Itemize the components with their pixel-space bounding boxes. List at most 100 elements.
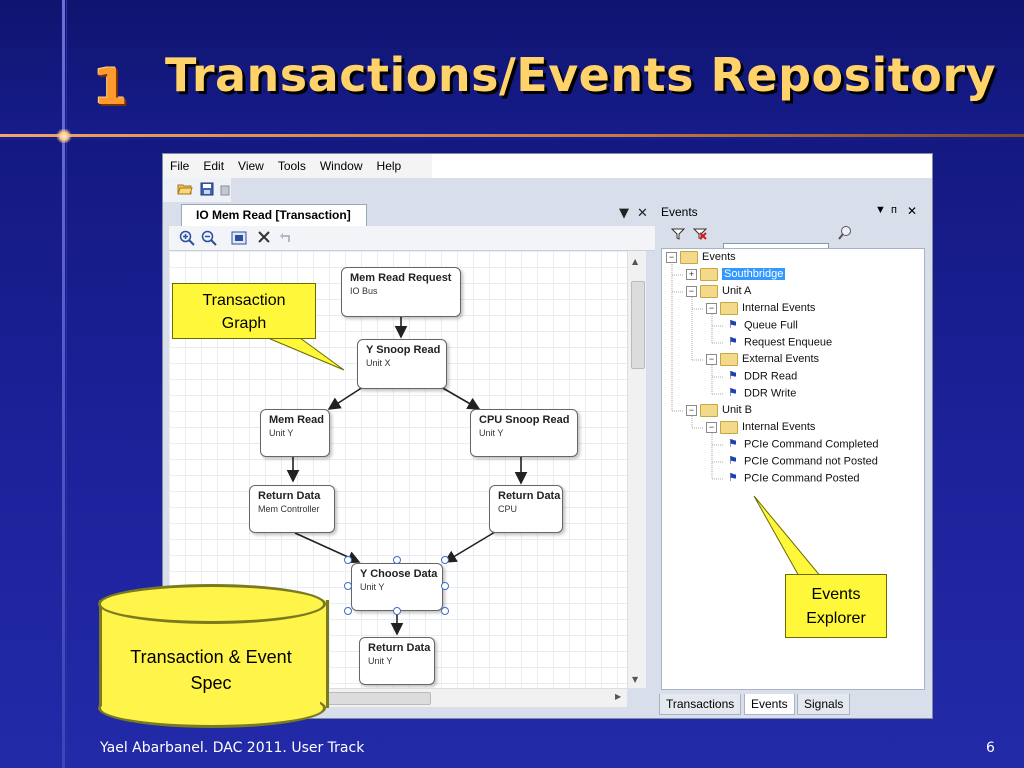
tree-node-external-events[interactable]: −External Events [706, 351, 819, 368]
zoom-out-icon[interactable] [201, 230, 217, 251]
undo-icon[interactable] [279, 230, 293, 249]
graph-node[interactable]: Return Data Unit Y [359, 637, 435, 685]
document-tab-strip: IO Mem Read [Transaction] ▼ ✕ [169, 204, 655, 226]
menu-edit[interactable]: Edit [203, 159, 225, 173]
tree-label: PCIe Command not Posted [744, 455, 878, 468]
menu-window[interactable]: Window [319, 159, 363, 173]
slide-title: Transactions/Events Repository [165, 48, 997, 102]
callout-line: Transaction & Event [130, 647, 292, 667]
pin-icon[interactable]: ᴨ [891, 204, 897, 216]
folder-icon [720, 420, 738, 434]
event-flag-icon: ⚑ [728, 455, 738, 467]
event-flag-icon: ⚑ [728, 387, 738, 399]
edge-ysnoop-to-cpusnoop [440, 386, 481, 410]
callout-events-explorer: Events Explorer [785, 574, 887, 638]
tree-node-southbridge[interactable]: +Southbridge [686, 266, 786, 283]
edge-ysnoop-to-memread [327, 386, 364, 410]
title-band [0, 0, 1024, 140]
fit-to-window-icon[interactable] [231, 230, 247, 251]
tree-node-event[interactable]: ⚑PCIe Command Completed [728, 436, 879, 453]
tree-label: Events [702, 251, 736, 263]
collapse-icon[interactable]: − [706, 302, 717, 314]
folder-icon [720, 352, 738, 366]
collapse-icon[interactable]: − [706, 353, 717, 365]
events-toolbar [659, 222, 927, 264]
menu-view[interactable]: View [238, 159, 264, 173]
collapse-icon[interactable]: − [686, 404, 697, 416]
tree-node-event[interactable]: ⚑DDR Write [728, 385, 796, 402]
graph-node[interactable]: Mem Read Unit Y [260, 409, 330, 457]
tree-node-event[interactable]: ⚑Queue Full [728, 317, 798, 334]
filter-icon[interactable] [670, 226, 686, 245]
menu-file[interactable]: File [170, 159, 190, 173]
vertical-scrollbar[interactable]: ▲ ▼ [627, 251, 646, 688]
graph-node[interactable]: Y Snoop Read Unit X [357, 339, 447, 389]
delete-icon[interactable] [257, 230, 271, 249]
tab-events[interactable]: Events [744, 694, 795, 715]
panel-dropdown-icon[interactable]: ▼ [875, 204, 886, 216]
scroll-up-icon[interactable]: ▲ [632, 257, 639, 266]
resize-handle[interactable] [441, 556, 449, 564]
event-flag-icon: ⚑ [728, 370, 738, 382]
tree-node-event[interactable]: ⚑ PCIe Command not Posted [728, 453, 878, 470]
node-title: Y Snoop Read [366, 344, 441, 356]
expand-icon[interactable]: + [686, 268, 697, 280]
save-icon[interactable] [199, 182, 215, 198]
resize-handle[interactable] [441, 582, 449, 590]
node-subtitle: Unit Y [368, 656, 393, 666]
resize-handle[interactable] [441, 607, 449, 615]
search-icon[interactable] [837, 225, 853, 245]
tree-node-events[interactable]: − Events [666, 249, 736, 266]
footer-text: Yael Abarbanel. DAC 2011. User Track [100, 740, 365, 756]
menu-bar: File Edit View Tools Window Help [163, 154, 432, 178]
tree-node-internal-events[interactable]: −Internal Events [706, 300, 815, 317]
tree-node-internal-events[interactable]: −Internal Events [706, 419, 815, 436]
close-icon[interactable]: ✕ [907, 204, 918, 218]
tree-node-event[interactable]: ⚑PCIe Command Posted [728, 470, 860, 487]
menu-help[interactable]: Help [376, 159, 402, 173]
tree-node-event[interactable]: ⚑Request Enqueue [728, 334, 832, 351]
resize-handle[interactable] [393, 556, 401, 564]
tree-node-unit-b[interactable]: −Unit B [686, 402, 752, 419]
accent-glow [56, 129, 72, 143]
menu-tools[interactable]: Tools [277, 159, 306, 173]
resize-handle[interactable] [344, 582, 352, 590]
collapse-icon[interactable]: − [686, 285, 697, 297]
tab-signals[interactable]: Signals [797, 694, 851, 715]
callout-line: Spec [190, 673, 232, 693]
resize-handle[interactable] [344, 556, 352, 564]
graph-node[interactable]: Mem Read Request IO Bus [341, 267, 461, 317]
event-flag-icon: ⚑ [728, 336, 738, 348]
clear-filter-icon[interactable] [692, 226, 708, 245]
main-toolbar [163, 178, 231, 202]
graph-node[interactable]: Return Data Mem Controller [249, 485, 335, 533]
collapse-icon[interactable]: − [666, 251, 677, 263]
scroll-down-icon[interactable]: ▼ [632, 675, 639, 684]
horizontal-accent-line [0, 134, 1024, 137]
graph-node[interactable]: CPU Snoop Read Unit Y [470, 409, 578, 457]
folder-icon [700, 284, 718, 298]
tree-node-event[interactable]: ⚑DDR Read [728, 368, 797, 385]
callout-line: Graph [221, 315, 267, 332]
tree-node-unit-a[interactable]: −Unit A [686, 283, 751, 300]
graph-node[interactable]: Return Data CPU [489, 485, 563, 533]
tab-io-mem-read[interactable]: IO Mem Read [Transaction] [181, 204, 367, 226]
tab-transactions[interactable]: Transactions [659, 694, 742, 715]
save-all-icon[interactable] [217, 182, 233, 198]
open-folder-icon[interactable] [177, 182, 193, 198]
node-subtitle: Mem Controller [258, 504, 320, 514]
edge-cpureturn-to-choose [443, 531, 496, 563]
collapse-icon[interactable]: − [706, 421, 717, 433]
zoom-in-icon[interactable] [179, 230, 195, 251]
resize-handle[interactable] [344, 607, 352, 615]
tree-label: PCIe Command Completed [744, 438, 879, 451]
node-subtitle: Unit Y [479, 428, 504, 438]
close-icon[interactable]: ✕ [637, 206, 648, 221]
tab-dropdown-icon[interactable]: ▼ [619, 206, 629, 221]
scroll-right-icon[interactable]: ▶ [615, 692, 622, 701]
graph-node-selected[interactable]: Y Choose Data Unit Y [351, 563, 443, 611]
node-title: Mem Read Request [350, 272, 452, 284]
scroll-thumb[interactable] [631, 281, 645, 369]
folder-icon [720, 301, 738, 315]
resize-handle[interactable] [393, 607, 401, 615]
